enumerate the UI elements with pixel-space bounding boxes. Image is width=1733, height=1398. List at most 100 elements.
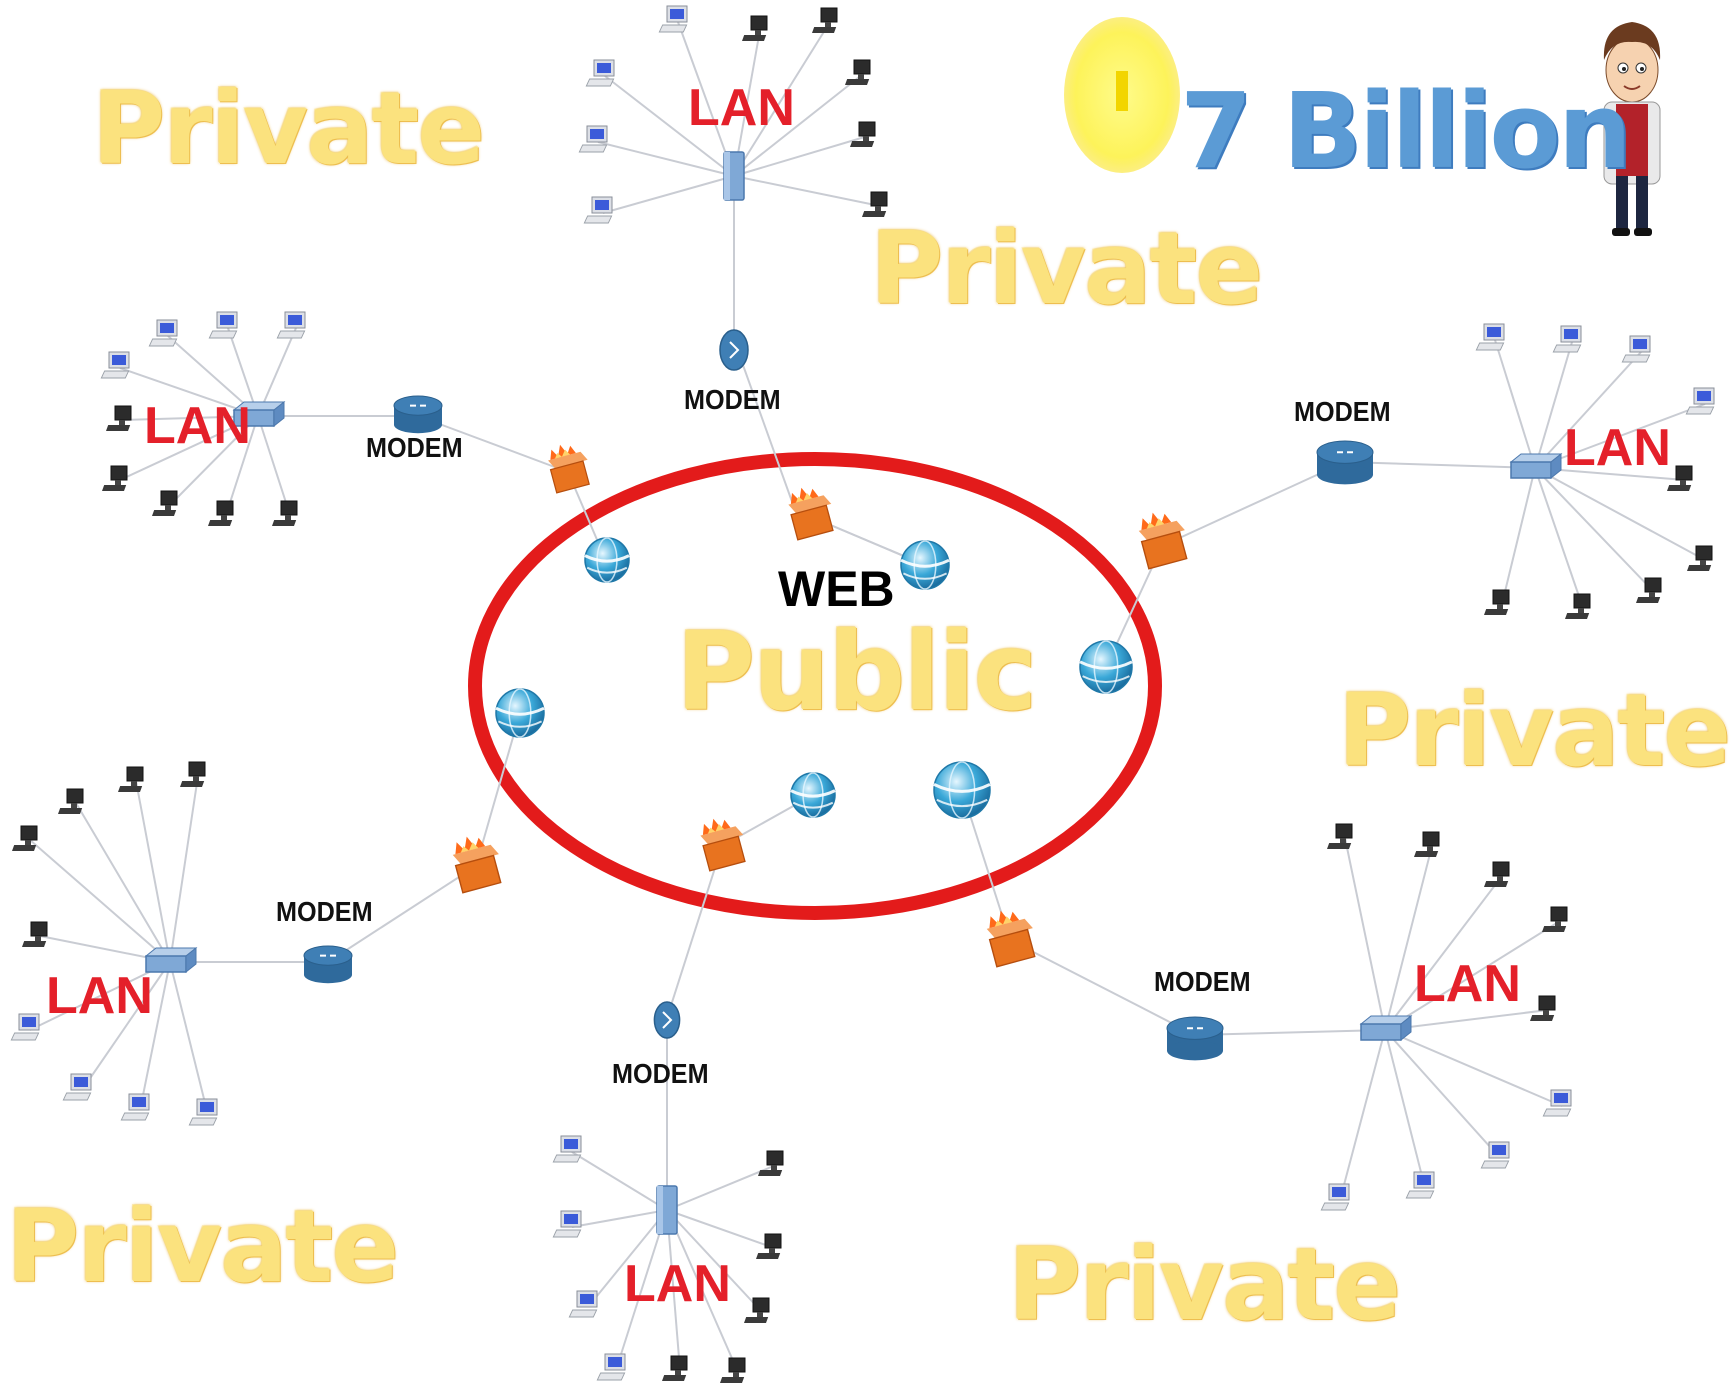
modem-icon	[1166, 1016, 1224, 1061]
private-label-bottom-right: Private	[1008, 1226, 1401, 1343]
person-icon	[1603, 22, 1661, 236]
link-line	[587, 1209, 668, 1308]
computer-icon	[568, 1290, 598, 1318]
modem-icon	[719, 329, 749, 371]
link-line	[475, 712, 521, 867]
link-line	[327, 865, 477, 963]
computer-icon	[844, 59, 871, 85]
globe-icon	[933, 761, 991, 819]
link-line	[417, 415, 569, 473]
link-line	[135, 780, 171, 963]
modem-label-top: MODEM	[684, 384, 781, 415]
link-line	[571, 1151, 668, 1211]
private-label-top-center: Private	[870, 210, 1263, 327]
link-line	[1384, 1009, 1549, 1031]
computer-icon	[1483, 589, 1510, 615]
computer-icon	[1413, 831, 1440, 857]
computer-icon	[661, 1355, 688, 1381]
computer-icon	[811, 7, 838, 33]
computer-icon	[148, 319, 178, 347]
computer-icon	[658, 5, 688, 33]
computer-icon	[101, 465, 128, 491]
private-label-bottom-left: Private	[6, 1188, 399, 1305]
lan-label-right-upper: LAN	[1564, 419, 1671, 477]
computer-icon	[596, 1353, 626, 1381]
computer-icon	[755, 1233, 782, 1259]
link-line	[666, 1209, 763, 1313]
link-line	[227, 327, 259, 417]
web-ellipse	[468, 452, 1162, 920]
link-line	[677, 21, 735, 177]
private-label-right: Private	[1338, 672, 1731, 789]
computer-icon	[741, 15, 768, 41]
link-line	[1344, 837, 1386, 1031]
switch-icon	[723, 151, 745, 201]
link-line	[1534, 341, 1573, 469]
firewall-icon	[986, 910, 1036, 968]
modem-icon	[393, 395, 443, 434]
link-line	[169, 775, 199, 963]
link-line	[571, 1209, 668, 1228]
modem-label-right-upper: MODEM	[1294, 396, 1391, 427]
computer-icon	[583, 196, 613, 224]
globe-icon	[495, 688, 545, 738]
population-label: 7 Billion	[1180, 70, 1632, 192]
sun-icon	[1064, 17, 1180, 173]
computer-icon	[1483, 861, 1510, 887]
lan-label-bottom: LAN	[624, 1255, 731, 1313]
link-line	[1384, 1029, 1563, 1107]
link-line	[169, 961, 209, 1116]
computer-icon	[1480, 1141, 1510, 1169]
link-line	[597, 141, 735, 177]
link-line	[1534, 403, 1706, 469]
modem-label-right-lower: MODEM	[1154, 966, 1251, 997]
computer-icon	[578, 125, 608, 153]
computer-icon	[719, 1357, 746, 1383]
link-line	[602, 175, 735, 214]
computer-icon	[1405, 1171, 1435, 1199]
switch-icon	[232, 400, 286, 428]
link-line	[119, 367, 259, 417]
computer-icon	[100, 351, 130, 379]
link-line	[225, 415, 259, 516]
link-line	[1344, 461, 1536, 469]
link-line	[1009, 939, 1196, 1036]
lan-label-right-lower: LAN	[1414, 955, 1521, 1013]
link-line	[666, 845, 723, 1019]
computer-icon	[1666, 465, 1693, 491]
computer-icon	[208, 311, 238, 339]
computer-icon	[552, 1210, 582, 1238]
link-line	[29, 961, 171, 1031]
computer-icon	[62, 1073, 92, 1101]
computer-icon	[179, 761, 206, 787]
computer-icon	[1320, 1183, 1350, 1211]
computer-icon	[120, 1093, 150, 1121]
public-label: Public	[676, 610, 1037, 735]
computer-icon	[1686, 545, 1713, 571]
link-line	[615, 1209, 668, 1371]
private-label-top-left: Private	[92, 70, 485, 187]
link-line	[1534, 467, 1706, 561]
link-line	[733, 135, 869, 177]
computer-icon	[1685, 387, 1715, 415]
computer-icon	[105, 405, 132, 431]
link-line	[733, 175, 881, 207]
link-line	[1161, 461, 1346, 547]
lan-label-left-upper: LAN	[144, 397, 251, 455]
computer-icon	[276, 311, 306, 339]
link-line	[666, 1209, 775, 1249]
computer-icon	[1621, 335, 1651, 363]
firewall-icon	[548, 444, 590, 494]
link-line	[1194, 1029, 1386, 1036]
link-line	[666, 1209, 739, 1373]
computer-icon	[1542, 1089, 1572, 1117]
computer-icon	[1326, 823, 1353, 849]
firewall-icon	[1138, 512, 1188, 570]
computer-icon	[552, 1135, 582, 1163]
computer-icon	[849, 121, 876, 147]
link-line	[1534, 467, 1584, 609]
modem-label-left-lower: MODEM	[276, 896, 373, 927]
switch-icon	[1509, 452, 1563, 480]
